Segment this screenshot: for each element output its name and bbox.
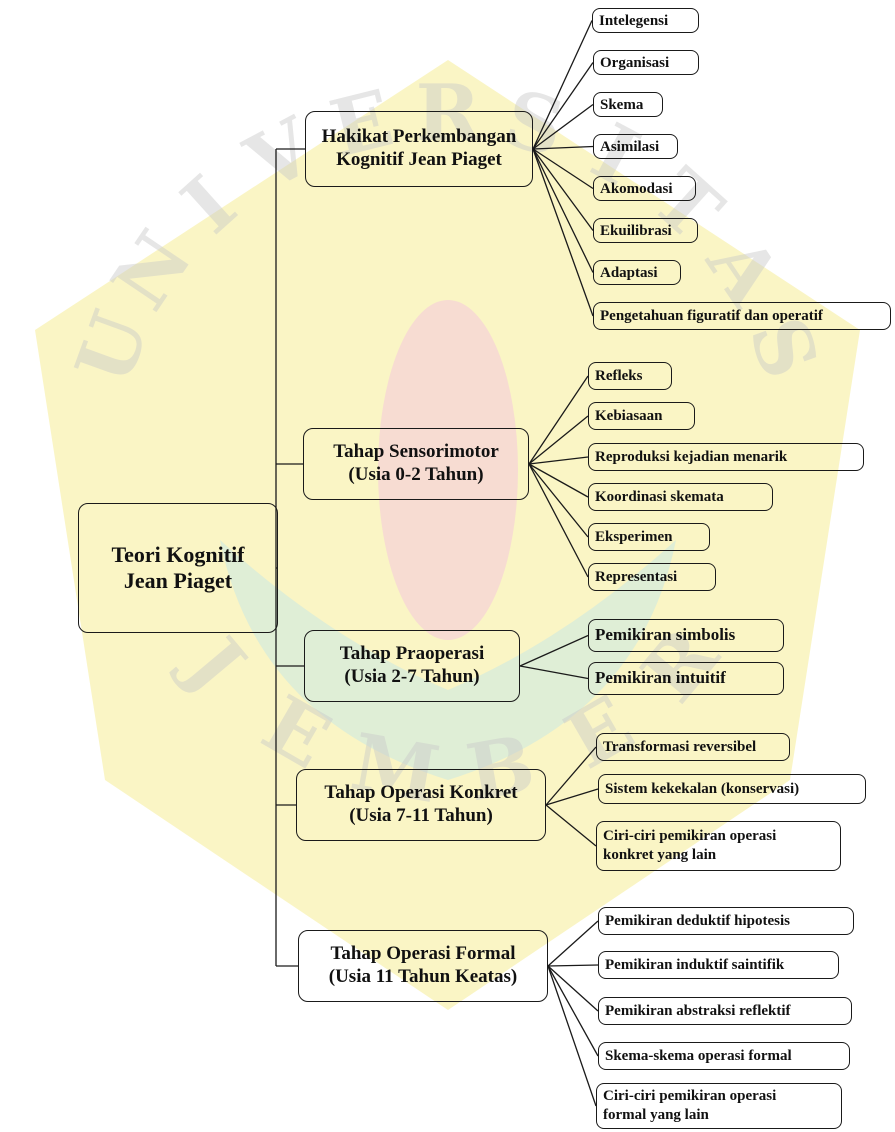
leaf-connector — [545, 804, 597, 847]
leaf-node: Kebiasaan — [588, 402, 695, 430]
leaf-node: Representasi — [588, 563, 716, 591]
stage-label: Tahap Praoperasi (Usia 2-7 Tahun) — [339, 643, 485, 687]
leaf-label: Representasi — [595, 569, 678, 585]
stage-label: Tahap Operasi Formal (Usia 11 Tahun Keat… — [328, 943, 518, 987]
stage-node-praoperasi: Tahap Praoperasi (Usia 2-7 Tahun) — [304, 630, 520, 702]
leaf-node: Asimilasi — [593, 134, 678, 159]
leaf-node: Sistem kekekalan (konservasi) — [598, 774, 866, 804]
stage-node-sensorimotor: Tahap Sensorimotor (Usia 0-2 Tahun) — [303, 428, 529, 500]
leaf-label: Organisasi — [600, 54, 670, 71]
leaf-connector — [545, 746, 597, 806]
leaf-node: Adaptasi — [593, 260, 681, 285]
leaf-connector — [532, 20, 593, 150]
leaf-connector — [547, 964, 599, 967]
leaf-connector — [547, 965, 597, 1107]
leaf-node: Pengetahuan figuratif dan operatif — [593, 302, 891, 330]
leaf-connector — [532, 148, 594, 273]
leaf-label: Koordinasi skemata — [595, 489, 724, 505]
leaf-connector — [528, 463, 589, 578]
leaf-label: Skema-skema operasi formal — [605, 1048, 792, 1064]
leaf-label: Akomodasi — [600, 180, 673, 197]
leaf-label: Skema — [600, 96, 644, 113]
leaf-label: Eksperimen — [595, 529, 673, 545]
leaf-label: Pemikiran abstraksi reflektif — [605, 1003, 791, 1019]
leaf-connector — [532, 148, 594, 231]
stage-node-hakikat: Hakikat Perkembangan Kognitif Jean Piage… — [305, 111, 533, 187]
leaf-label: Pemikiran induktif saintifik — [605, 957, 785, 973]
leaf-connector — [528, 415, 589, 465]
leaf-node: Transformasi reversibel — [596, 733, 790, 761]
leaf-connector — [545, 788, 599, 806]
leaf-label: Refleks — [595, 368, 643, 384]
leaf-label: Pemikiran simbolis — [595, 625, 736, 645]
leaf-connector — [547, 965, 599, 1012]
leaf-node: Skema-skema operasi formal — [598, 1042, 850, 1070]
watermark-letter: M — [345, 717, 446, 822]
watermark-flame — [378, 300, 518, 640]
leaf-connector — [532, 148, 594, 317]
watermark-letter: R — [416, 68, 482, 159]
leaf-label: Pemikiran deduktif hipotesis — [605, 913, 791, 929]
leaf-node: Koordinasi skemata — [588, 483, 773, 511]
stage-label: Hakikat Perkembangan Kognitif Jean Piage… — [321, 126, 517, 170]
leaf-label: Intelegensi — [599, 12, 669, 29]
leaf-node: Ciri-ciri pemikiran operasi konkret yang… — [596, 821, 841, 871]
leaf-node: Pemikiran intuitif — [588, 662, 784, 695]
leaf-label: Kebiasaan — [595, 408, 663, 424]
leaf-connector — [519, 665, 589, 680]
leaf-connector — [528, 463, 589, 498]
leaf-label: Sistem kekekalan (konservasi) — [605, 781, 800, 797]
leaf-label: Ciri-ciri pemikiran operasi konkret yang… — [603, 827, 777, 864]
leaf-node: Pemikiran deduktif hipotesis — [598, 907, 854, 935]
leaf-connector — [528, 463, 589, 538]
leaf-connector — [547, 920, 599, 967]
leaf-connector — [532, 103, 594, 150]
leaf-label: Pengetahuan figuratif dan operatif — [600, 308, 823, 324]
leaf-label: Reproduksi kejadian menarik — [595, 449, 788, 465]
leaf-connector — [519, 634, 589, 667]
leaf-connector — [532, 145, 594, 150]
stage-node-operasi-konkret: Tahap Operasi Konkret (Usia 7-11 Tahun) — [296, 769, 546, 841]
leaf-node: Ekuilibrasi — [593, 218, 698, 243]
leaf-connector — [528, 456, 589, 465]
leaf-connector — [528, 375, 589, 465]
root-label: Teori Kognitif Jean Piaget — [111, 541, 245, 593]
leaf-connector — [532, 148, 594, 190]
leaf-connector — [532, 62, 594, 150]
leaf-node: Reproduksi kejadian menarik — [588, 443, 864, 471]
leaf-node: Organisasi — [593, 50, 699, 75]
leaf-node: Pemikiran simbolis — [588, 619, 784, 652]
leaf-label: Asimilasi — [600, 138, 660, 155]
leaf-node: Ciri-ciri pemikiran operasi formal yang … — [596, 1083, 842, 1129]
stage-node-operasi-formal: Tahap Operasi Formal (Usia 11 Tahun Keat… — [298, 930, 548, 1002]
stage-label: Tahap Operasi Konkret (Usia 7-11 Tahun) — [324, 782, 518, 826]
watermark-letter: B — [460, 718, 541, 819]
leaf-label: Transformasi reversibel — [603, 739, 757, 755]
leaf-label: Ciri-ciri pemikiran operasi formal yang … — [603, 1087, 777, 1124]
leaf-label: Adaptasi — [600, 264, 658, 281]
leaf-node: Pemikiran induktif saintifik — [598, 951, 839, 979]
root-node: Teori Kognitif Jean Piaget — [78, 503, 278, 633]
leaf-label: Ekuilibrasi — [600, 222, 672, 239]
watermark-leaves — [220, 540, 676, 780]
leaf-node: Intelegensi — [592, 8, 699, 33]
leaf-node: Akomodasi — [593, 176, 696, 201]
leaf-node: Eksperimen — [588, 523, 710, 551]
stage-label: Tahap Sensorimotor (Usia 0-2 Tahun) — [333, 441, 499, 485]
leaf-node: Pemikiran abstraksi reflektif — [598, 997, 852, 1025]
leaf-node: Refleks — [588, 362, 672, 390]
leaf-connector — [547, 965, 599, 1057]
leaf-label: Pemikiran intuitif — [595, 668, 726, 688]
leaf-node: Skema — [593, 92, 663, 117]
